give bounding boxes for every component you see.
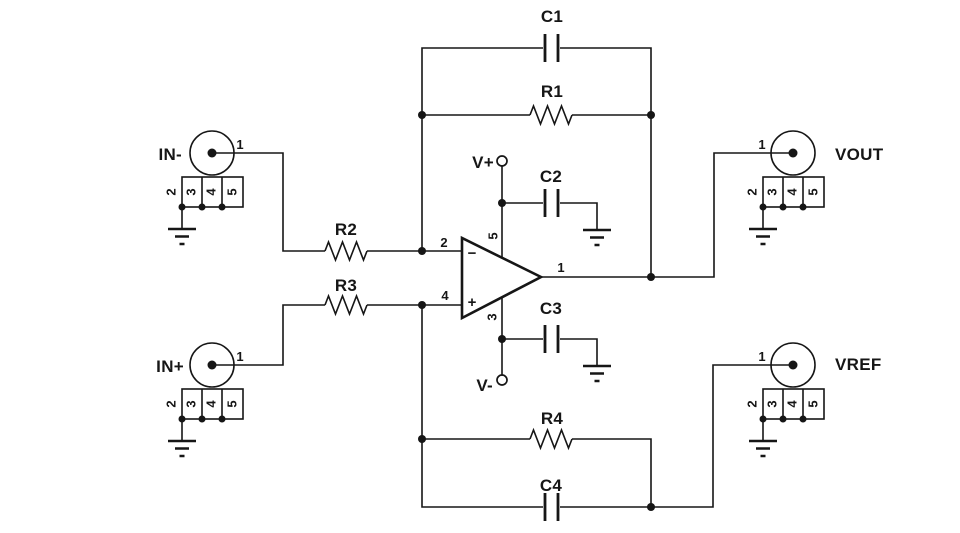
connector-pin-3: 3 [184,188,199,195]
resistor-r2: R2 [324,220,368,263]
connector-pin-3: 3 [765,188,780,195]
connector-pin-2: 2 [745,188,760,195]
opamp-pin-4: 4 [441,288,449,303]
connector-housing [762,388,825,420]
connector-pin-1: 1 [758,349,765,364]
connector-label: VOUT [835,145,884,164]
ground-symbol [749,227,777,246]
capacitor-c2: C2 [540,167,562,217]
resistor-r1: R1 [529,82,573,127]
junction-dots [418,111,655,511]
connector-pin-4: 4 [204,188,219,196]
connector-pin-3: 3 [765,400,780,407]
connector-pin-5: 5 [806,400,821,407]
connector-label: IN- [158,145,182,164]
opamp-pin-1: 1 [557,260,564,275]
resistor-r2-label: R2 [335,220,357,239]
ground-symbol [168,439,196,458]
connector-vref: VREF 1 2 3 4 5 [745,342,882,458]
connector-pin-4: 4 [785,188,800,196]
opamp-pin-5: 5 [486,232,501,239]
connector-pin-2: 2 [164,400,179,407]
ground-c3 [583,364,611,383]
resistor-r4: R4 [529,409,573,451]
connector-pin-3: 3 [184,400,199,407]
connector-housing [181,388,244,420]
connector-in-minus: IN- 1 2 3 4 5 [158,130,244,246]
capacitor-c3: C3 [540,299,562,353]
connector-pin-4: 4 [785,400,800,408]
connector-housing [762,176,825,208]
connector-pin-5: 5 [806,188,821,195]
capacitor-c3-label: C3 [540,299,562,318]
connector-body [189,342,235,388]
connector-body [770,342,816,388]
ground-symbol [749,439,777,458]
connector-pin-5: 5 [225,400,240,407]
ground-c2 [583,228,611,247]
connector-pin-2: 2 [745,400,760,407]
v-plus-terminal-circle [496,155,508,167]
capacitor-c1: C1 [541,7,563,62]
terminal-v-plus: V+ [472,153,508,172]
resistor-r4-label: R4 [541,409,564,428]
opamp-pin-2: 2 [440,235,447,250]
v-minus-label: V- [476,376,493,395]
connector-label: VREF [835,355,882,374]
resistor-r3: R3 [324,276,368,317]
capacitor-c1-label: C1 [541,7,563,26]
v-plus-label: V+ [472,153,494,172]
ground-symbol [168,227,196,246]
capacitor-c2-label: C2 [540,167,562,186]
terminal-v-minus: V- [476,374,508,395]
connector-in-plus: IN+ 1 2 3 4 5 [156,342,244,458]
connector-pin-4: 4 [204,400,219,408]
capacitor-c4-label: C4 [540,476,563,495]
connector-housing [181,176,244,208]
opamp-noninverting-sign: + [468,294,477,311]
connector-pin-5: 5 [225,188,240,195]
connector-label: IN+ [156,357,184,376]
resistor-r1-label: R1 [541,82,563,101]
connector-vout: VOUT 1 2 3 4 5 [745,130,884,246]
connector-pin-2: 2 [164,188,179,195]
connector-pin-1: 1 [236,349,243,364]
resistor-r3-label: R3 [335,276,357,295]
capacitor-c4: C4 [540,476,563,521]
opamp: − + 2 4 1 5 3 [440,232,564,320]
connector-body [770,130,816,176]
connector-body [189,130,235,176]
opamp-inverting-sign: − [468,245,477,262]
opamp-pin-3: 3 [485,313,500,320]
connector-pin-1: 1 [758,137,765,152]
connector-pin-1: 1 [236,137,243,152]
v-minus-terminal-circle [496,374,508,386]
